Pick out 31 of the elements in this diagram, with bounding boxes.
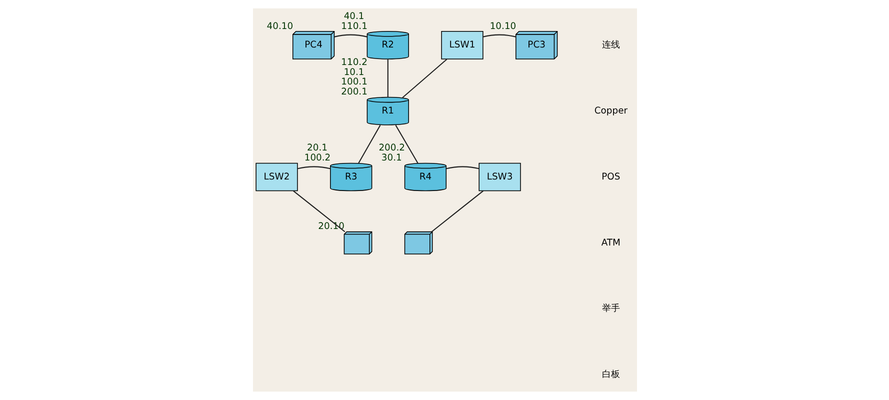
- node-label: 30.1: [380, 152, 402, 164]
- node-label: 40.1: [343, 10, 364, 22]
- node-label: 100.2: [304, 152, 330, 164]
- node-box: LSW2: [255, 162, 298, 192]
- connector: [386, 59, 388, 98]
- node-box: LSW3: [478, 162, 520, 192]
- connector: [482, 34, 516, 38]
- node-label: 100.1: [340, 76, 367, 88]
- connector: [297, 166, 330, 170]
- connector: [334, 34, 367, 38]
- label: POS: [601, 171, 620, 182]
- node-label: 10.10: [489, 20, 516, 32]
- node-label: 110.2: [340, 56, 367, 68]
- connector: [292, 190, 345, 232]
- node-box: LSW1: [440, 31, 483, 60]
- label: ATM: [600, 237, 620, 248]
- node-label: 200.1: [340, 86, 367, 98]
- node-label: 40.10: [266, 20, 293, 32]
- node-label: 10.1: [343, 66, 364, 78]
- connector: [446, 166, 479, 170]
- label: 白板: [601, 369, 620, 380]
- node-label: 110.1: [340, 20, 367, 32]
- label: Copper: [594, 105, 628, 116]
- node-label: 20.1: [306, 142, 328, 154]
- connector: [394, 124, 418, 164]
- connector: [402, 58, 447, 98]
- connector: [430, 190, 483, 232]
- label: 连线: [601, 40, 620, 51]
- node-label: 200.2: [378, 142, 405, 154]
- connector: [358, 124, 380, 164]
- label: 举手: [601, 303, 620, 314]
